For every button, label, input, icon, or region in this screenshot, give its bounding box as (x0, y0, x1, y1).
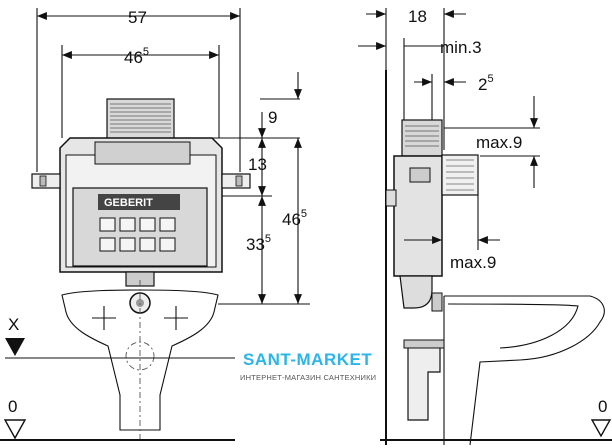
dimension-offset: 25 (478, 73, 494, 94)
marker-zero-right-triangle (590, 419, 612, 438)
brand-plate (98, 194, 180, 210)
right-mount-bracket (221, 173, 251, 189)
marker-zero-right-label: 0 (598, 397, 607, 416)
dimension-max-bottom: max.9 (450, 253, 496, 272)
button-grid (99, 217, 176, 252)
dimension-max-top: max.9 (476, 133, 522, 152)
front-view: 57 465 9 13 335 465 (0, 8, 310, 441)
brand-plate-text: GEBERIT (104, 197, 153, 209)
dimension-lower-height: 335 (246, 233, 271, 254)
toilet-side-outline (444, 295, 605, 446)
marker-zero-label: 0 (8, 397, 17, 416)
dimension-total-height: 465 (282, 208, 307, 229)
dimension-top-height: 9 (268, 108, 277, 127)
dimension-width-inner: 465 (124, 46, 149, 67)
left-mount-bracket (31, 173, 61, 189)
marker-x-triangle (5, 338, 25, 356)
dimension-width-outer: 57 (128, 8, 147, 27)
watermark-subtitle: ИНТЕРНЕТ-МАГАЗИН САНТЕХНИКИ (240, 373, 377, 382)
side-view: 18 min.3 25 max.9 (358, 7, 612, 446)
dimension-depth: 18 (408, 7, 427, 26)
marker-zero-triangle (3, 419, 27, 440)
flush-cap (106, 98, 175, 140)
marker-x-label: X (8, 315, 19, 334)
watermark-title: SANT-MARKET (243, 350, 373, 369)
dimension-mid-height: 13 (248, 155, 267, 174)
toilet-bowl-outline (61, 289, 219, 431)
dimension-min: min.3 (440, 38, 482, 57)
